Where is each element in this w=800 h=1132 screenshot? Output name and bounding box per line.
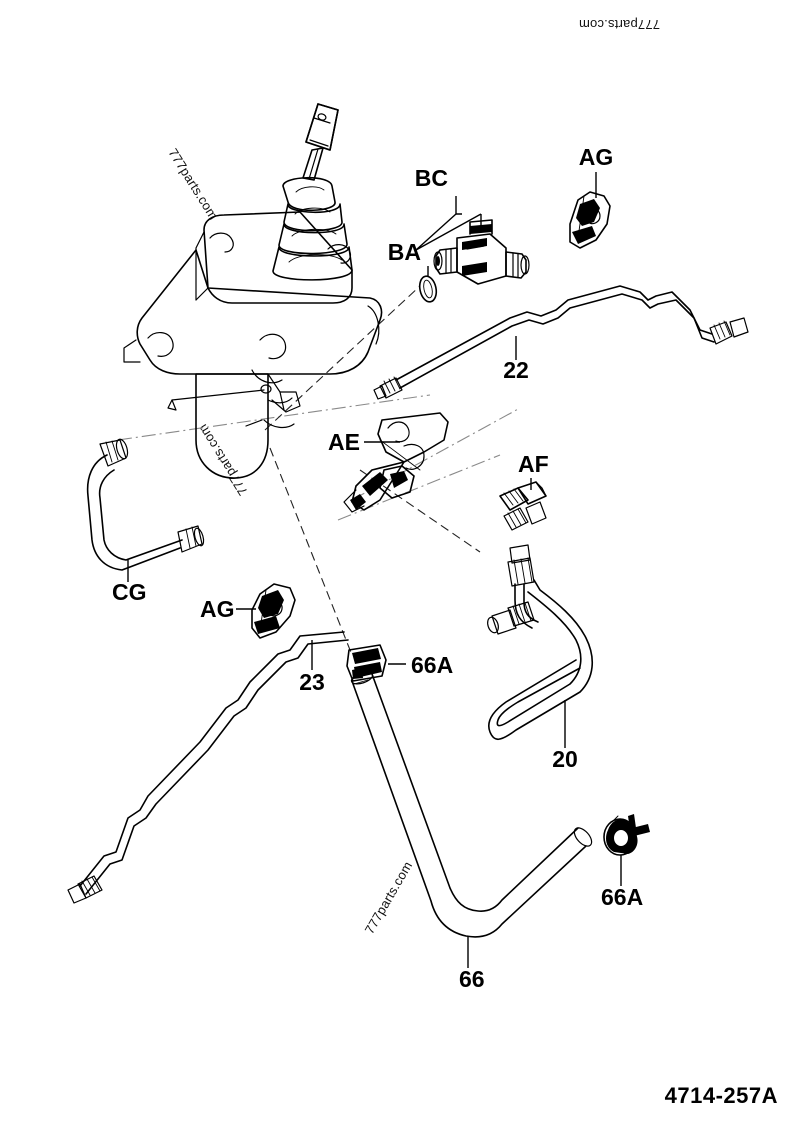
leader-bc-bracket bbox=[415, 213, 482, 251]
dash-leader-clamp bbox=[269, 447, 353, 656]
leader-bc-2 bbox=[415, 213, 457, 251]
hose-clamp-66a-bottom bbox=[603, 814, 650, 856]
cylinder-side-boss bbox=[123, 339, 141, 363]
callout-ae: AE bbox=[328, 429, 360, 455]
callout-cg: CG bbox=[112, 579, 147, 605]
drawing-number: 4714-257A bbox=[665, 1083, 778, 1108]
clevis-rod-end bbox=[302, 103, 339, 181]
leader-line-group bbox=[127, 172, 622, 968]
callout-20: 20 bbox=[552, 746, 578, 772]
callout-ag-mid: AG bbox=[200, 596, 235, 622]
clip-ag-top bbox=[569, 191, 611, 249]
cylinder-flange bbox=[195, 211, 353, 304]
cylinder-outlet-port bbox=[195, 373, 295, 479]
elbow-left-barb bbox=[433, 247, 458, 275]
bolt-af bbox=[499, 481, 547, 511]
centerline-horizontal bbox=[117, 394, 431, 441]
cg-top-fitting bbox=[99, 438, 129, 467]
dash-leader-oring bbox=[264, 285, 421, 431]
bracket-clamp-ae bbox=[343, 412, 449, 513]
tube-22-left-fitting bbox=[373, 376, 403, 400]
tube-line-23 bbox=[67, 631, 349, 904]
tube-20-top-fitting bbox=[507, 544, 535, 587]
callout-66a-bottom: 66A bbox=[601, 884, 643, 910]
watermark-text: 777parts.com bbox=[195, 422, 251, 499]
hose-clamp-66a-top bbox=[346, 644, 387, 682]
callout-ba: BA bbox=[388, 239, 421, 265]
watermark-text: 777parts.com bbox=[165, 146, 221, 223]
leader-bc bbox=[455, 196, 462, 215]
hose-assembly-cg bbox=[86, 438, 205, 571]
tube-23-left-fitting bbox=[67, 875, 103, 904]
dash-leader-bracket bbox=[359, 469, 481, 553]
tube-loop-20 bbox=[487, 544, 593, 741]
callout-23: 23 bbox=[299, 669, 325, 695]
clip-ag-mid bbox=[251, 583, 296, 639]
callout-22: 22 bbox=[503, 357, 529, 383]
cg-end-fitting bbox=[177, 525, 205, 553]
tube-line-22 bbox=[373, 285, 749, 400]
callout-af: AF bbox=[518, 451, 549, 477]
master-cylinder-body bbox=[136, 249, 383, 384]
o-ring-ba bbox=[418, 275, 438, 303]
callout-bc: BC bbox=[415, 165, 448, 191]
callout-66a-top: 66A bbox=[411, 652, 453, 678]
tube-20-left-fitting bbox=[487, 601, 535, 635]
centerline-group bbox=[117, 285, 521, 656]
master-cylinder-assembly bbox=[123, 103, 383, 479]
bellows-boot bbox=[272, 176, 353, 281]
elbow-fitting-bc bbox=[433, 219, 530, 285]
cylinder-pin bbox=[167, 384, 272, 411]
callout-ag-top: AG bbox=[579, 144, 614, 170]
watermark-text: 777parts.com bbox=[362, 859, 416, 937]
elbow-right-barb bbox=[505, 251, 530, 279]
watermark-text: 777parts.com bbox=[579, 17, 660, 32]
callout-label-group: BC BA AG 22 AE AF CG AG 23 66A 20 66A 66 bbox=[112, 144, 643, 992]
tube-22-right-fitting bbox=[709, 317, 749, 345]
rubber-hose-66 bbox=[350, 671, 593, 938]
cylinder-mount-lug bbox=[245, 373, 301, 427]
tube-fitting-lower-ae bbox=[503, 501, 547, 531]
callout-66: 66 bbox=[459, 966, 485, 992]
